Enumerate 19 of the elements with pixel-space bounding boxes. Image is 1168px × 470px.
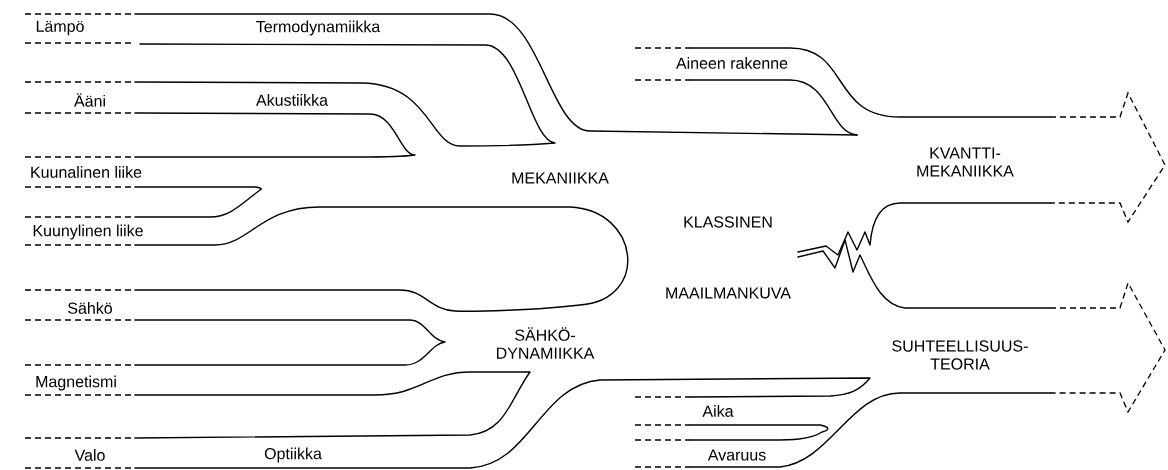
field-label: MEKANIIKKA xyxy=(512,172,609,184)
stream-label: Kuunylinen liike xyxy=(33,224,143,240)
field-label: SUHTEELLISUUS- TEORIA xyxy=(892,340,1028,370)
stream-label: Avaruus xyxy=(707,449,766,461)
stream-label: Aineen rakenne xyxy=(676,57,788,69)
stream-label: Optiikka xyxy=(264,447,322,463)
field-label: KLASSINEN xyxy=(684,216,772,228)
stream-label: Akustiikka xyxy=(256,94,328,106)
stream-label: Aika xyxy=(702,405,734,417)
field-label: SÄHKÖ- DYNAMIIKKA xyxy=(497,327,595,359)
stream-label: Ääni xyxy=(74,93,105,107)
field-label: MAAILMANKUVA xyxy=(666,287,791,299)
stream-label: Kuunalinen liike xyxy=(31,166,142,178)
stream-label: Sähkö xyxy=(68,302,112,314)
stream-label: Valo xyxy=(74,449,105,461)
stream-label: Magnetismi xyxy=(36,375,116,391)
stream-label: Termodynamiikka xyxy=(256,20,381,36)
stream-label: Lämpö xyxy=(36,20,84,36)
field-label: KVANTTI- MEKANIIKKA xyxy=(917,147,1014,177)
